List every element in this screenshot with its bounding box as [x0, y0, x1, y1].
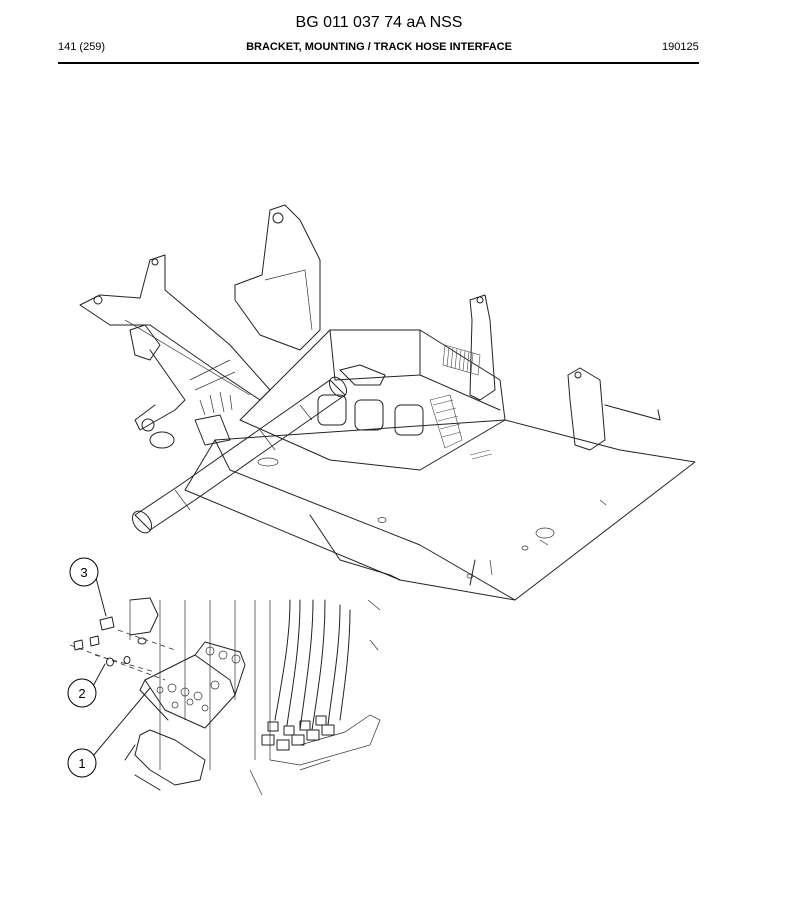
- callout-3: 3: [69, 557, 99, 587]
- date-code: 190125: [662, 41, 699, 53]
- callout-1-label: 1: [78, 756, 85, 771]
- page-title: BRACKET, MOUNTING / TRACK HOSE INTERFACE: [246, 41, 512, 53]
- detail-view-drawing: [69, 577, 381, 796]
- frame-assembly-drawing: [79, 204, 696, 601]
- callout-3-label: 3: [80, 565, 87, 580]
- page-number: 141 (259): [58, 41, 106, 53]
- header-divider: [58, 62, 699, 64]
- vent-grille-lower: [429, 394, 463, 449]
- callout-2-label: 2: [78, 686, 85, 701]
- callout-2: 2: [67, 678, 97, 708]
- vent-grille-upper: [442, 344, 481, 376]
- callout-1: 1: [67, 748, 97, 778]
- document-code: BG 011 037 74 aA NSS: [295, 14, 463, 31]
